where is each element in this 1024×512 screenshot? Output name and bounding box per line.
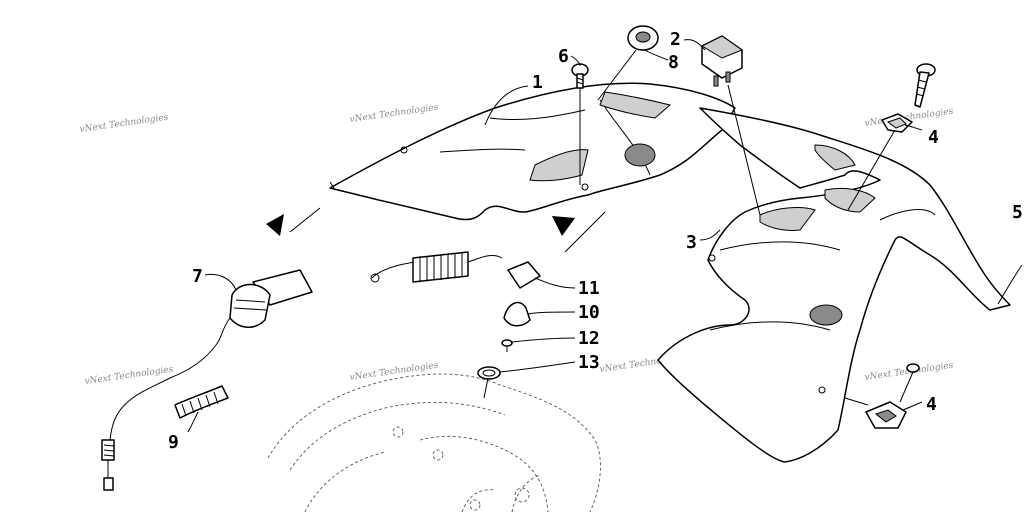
clip-top [881, 63, 936, 133]
callout-6: 6 [558, 46, 569, 67]
ghost-frame [267, 373, 601, 512]
callout-3: 3 [686, 232, 697, 253]
console-panel [657, 107, 1011, 463]
fender-panel [329, 82, 736, 221]
grommet [627, 25, 659, 51]
leader-lines [187, 39, 1023, 433]
callout-4-top: 4 [928, 127, 939, 148]
rubber-boot [503, 301, 531, 327]
callout-8: 8 [668, 52, 679, 73]
relay [700, 35, 744, 87]
watermark: vNext Technologies [84, 365, 174, 387]
switch-assembly [101, 269, 313, 491]
callout-12: 12 [578, 328, 600, 349]
ring [477, 366, 501, 380]
screw [571, 63, 589, 89]
callout-9: 9 [168, 432, 179, 453]
callout-7: 7 [192, 266, 203, 287]
callout-11: 11 [578, 278, 600, 299]
watermark: vNext Technologies [79, 113, 169, 135]
callout-5: 5 [1012, 202, 1023, 223]
watermark: vNext Technologies [349, 361, 439, 383]
callout-10: 10 [578, 302, 600, 323]
callouts: 1 2 3 4 4 5 6 7 8 9 10 11 12 13 [168, 29, 1023, 453]
callout-1: 1 [532, 72, 543, 93]
direction-arrows [266, 207, 606, 253]
callout-4-bottom: 4 [926, 394, 937, 415]
callout-2: 2 [670, 29, 681, 50]
callout-13: 13 [578, 352, 600, 373]
small-screw [501, 339, 513, 352]
watermark: vNext Technologies [349, 103, 439, 125]
tether-cord [370, 251, 541, 289]
